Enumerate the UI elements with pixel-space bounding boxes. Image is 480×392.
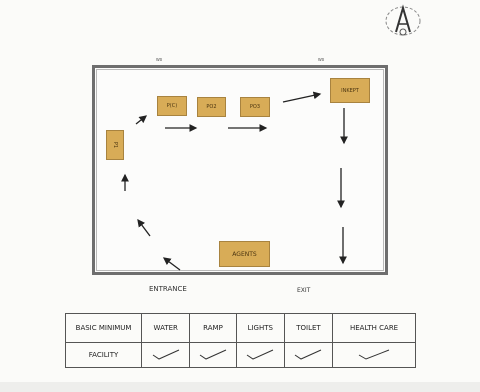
station-p4-label: PO3 [249,104,261,110]
wall-tag-right: ws [318,57,325,63]
arrow-p4-to-p5 [282,91,322,103]
check-icon [246,349,274,360]
check-icon [199,349,227,360]
basic-minimum-header: BASIC MINIMUM [64,313,143,343]
station-p2: P(C) [157,96,187,116]
station-p4: PO3 [240,97,270,117]
facility-row: FACILITY [64,342,416,368]
health-care-check-cell [332,342,416,368]
check-icon [152,349,179,360]
water-header: WATER [141,313,191,343]
station-p3-label: PO2 [206,104,217,110]
facility-table: BASIC MINIMUM WATER RAMP LIGHTS TOILET H… [64,313,416,368]
lights-header: LIGHTS [235,313,285,343]
page-bottom-edge [0,382,480,392]
exit-label: EXIT [297,287,311,294]
room-inner-wall [96,69,384,271]
check-icon [295,349,322,360]
toilet-header: TOILET [283,313,334,343]
station-p2-label: P(C) [166,103,178,109]
station-p5-label: INKEPT [341,87,359,94]
institution-emblem-icon [385,4,421,36]
lights-check-cell [235,342,285,368]
wall-tag-left: ws [156,57,163,63]
facility-table-header-row: BASIC MINIMUM WATER RAMP LIGHTS TOILET H… [64,313,416,343]
station-p5: INKEPT [330,78,370,103]
station-agents-label: AGENTS [232,250,257,258]
arrow-p1-to-p2 [135,115,148,125]
check-icon [358,349,390,360]
arrow-entrance-up [162,257,181,271]
water-check-cell [141,342,191,368]
ramp-header: RAMP [189,313,237,343]
arrow-diagonal-lower [137,218,151,237]
health-care-header: HEALTH CARE [332,313,416,343]
station-p1: P1 [106,130,124,160]
station-p3: PO2 [197,97,226,117]
ramp-check-cell [189,342,237,368]
entrance-label: ENTRANCE [149,285,187,293]
toilet-check-cell [283,342,334,368]
facility-row-label: FACILITY [64,342,143,368]
station-agents: AGENTS [219,241,270,267]
